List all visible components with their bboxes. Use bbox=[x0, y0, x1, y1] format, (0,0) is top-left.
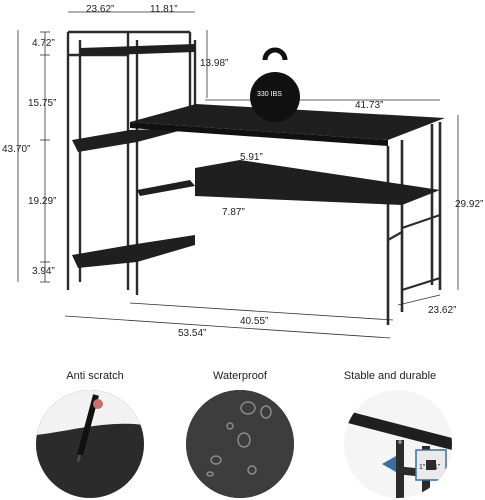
weight-label: 330 IBS bbox=[257, 91, 282, 98]
shelf-lower bbox=[137, 180, 195, 196]
dim-under-shelf-depth: 7.87” bbox=[222, 207, 245, 218]
shelf-bottom bbox=[72, 235, 195, 268]
dim-top-left-width: 23.62” bbox=[86, 4, 115, 15]
dim-shelf-top-gap: 4.72” bbox=[32, 38, 55, 49]
dim-desk-depth: 23.62” bbox=[428, 305, 457, 316]
under-shelf bbox=[195, 160, 440, 205]
desk-illustration bbox=[17, 11, 459, 339]
dim-total-height: 43.70” bbox=[2, 144, 31, 155]
dim-desk-height: 29.92” bbox=[455, 199, 484, 210]
desktop bbox=[130, 104, 445, 140]
dim-under-shelf-gap: 5.91” bbox=[240, 152, 263, 163]
dim-shelf-mid-gap: 15.75” bbox=[28, 98, 57, 109]
desk-corner-icon bbox=[344, 390, 452, 498]
desk-legs bbox=[386, 122, 442, 325]
leg-label-1: 1” bbox=[419, 464, 426, 471]
dim-desk-length: 41.73” bbox=[355, 100, 384, 111]
dim-shelf-bottom-gap: 3.94” bbox=[32, 266, 55, 277]
feature-label-anti-scratch: Anti scratch bbox=[66, 370, 124, 382]
shelf-middle bbox=[72, 128, 190, 152]
dim-hutch-height: 13.98” bbox=[200, 58, 229, 69]
leg-size-badge bbox=[382, 449, 447, 481]
dim-total-length: 53.54” bbox=[178, 328, 207, 339]
feature-label-stable: Stable and durable bbox=[343, 370, 437, 382]
pen-scratch-icon bbox=[36, 390, 144, 498]
weight-icon bbox=[250, 47, 300, 122]
dim-top-right-width: 11.81” bbox=[150, 4, 178, 15]
shelf-top bbox=[80, 44, 195, 56]
leg-label-2: 1” bbox=[434, 464, 441, 471]
water-droplets-icon bbox=[186, 390, 294, 498]
dim-shelf-lower-gap: 19.29” bbox=[28, 196, 57, 207]
dim-inner-length: 40.55” bbox=[240, 316, 269, 327]
feature-label-waterproof: Waterproof bbox=[212, 370, 267, 382]
